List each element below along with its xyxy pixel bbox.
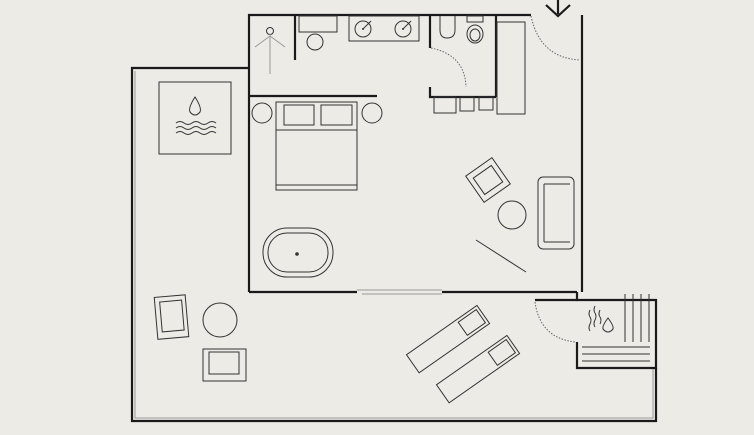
- sauna-steam-icon: [588, 305, 614, 333]
- sofa: [537, 176, 575, 250]
- terrace-chair: [202, 348, 247, 382]
- pool-water-icon: [175, 96, 217, 135]
- shower: [254, 27, 286, 74]
- side-table: [497, 200, 527, 230]
- entrance-door-swing: [530, 15, 581, 61]
- bed: [251, 101, 383, 191]
- entrance-arrow-icon: [545, 0, 571, 18]
- bathroom-fixtures: [298, 15, 526, 115]
- armchair: [465, 157, 511, 203]
- tv-panel: [475, 239, 527, 273]
- bathtub: [262, 227, 334, 278]
- terrace-chair: [153, 294, 190, 340]
- main-room-walls: [247, 13, 584, 295]
- terrace-table: [202, 302, 238, 338]
- terrace-outline: [130, 66, 658, 423]
- sauna: [534, 292, 658, 370]
- sun-lounger: [405, 304, 491, 374]
- sun-lounger: [435, 334, 521, 404]
- pool: [158, 81, 232, 155]
